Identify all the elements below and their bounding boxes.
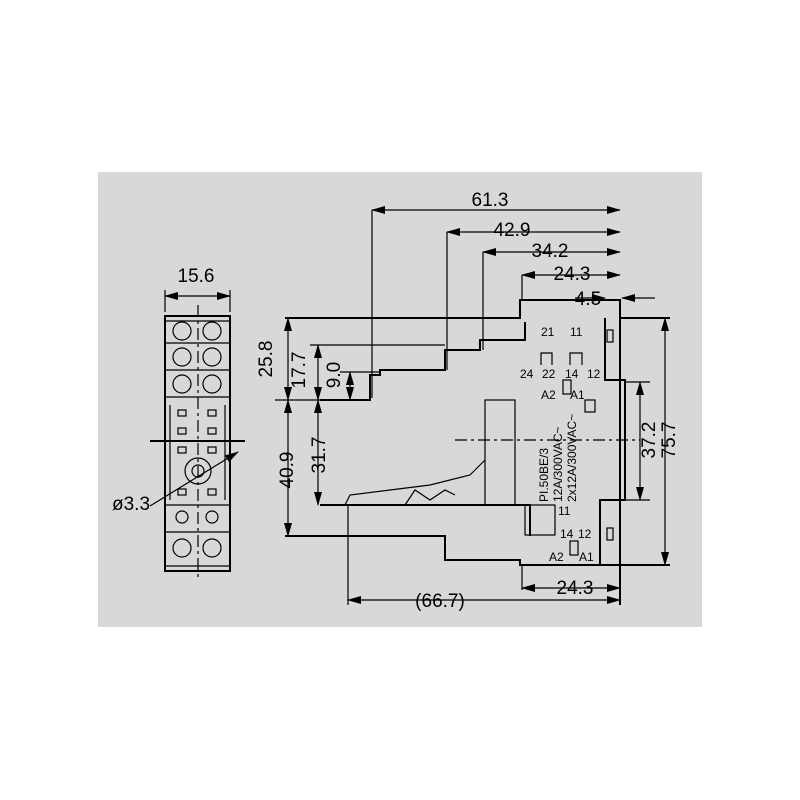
- terminal-labels-top: 21 11 24 22 14 12 A2 A1: [520, 325, 601, 402]
- terminal-12: 12: [587, 367, 601, 381]
- dim-31-7: 31.7: [309, 437, 330, 474]
- coil-symbol: [562, 379, 572, 395]
- dim-25-8: 25.8: [256, 341, 277, 378]
- dim-hole-diameter: ø3.3: [112, 494, 150, 515]
- rating-text: PI.50BE/3 12A/300VAC~ 2x12A/300VAC~: [537, 414, 579, 502]
- rating-line-2: 2x12A/300VAC~: [565, 414, 579, 502]
- terminal-11-bottom: 11: [558, 504, 571, 518]
- terminal-14-bottom: 14: [560, 527, 574, 541]
- coil-symbol-bottom: [569, 540, 579, 556]
- terminal-14: 14: [565, 367, 579, 381]
- terminal-a1-bottom: A1: [579, 550, 594, 564]
- dim-4-5: 4.5: [575, 289, 601, 310]
- dim-40-9: 40.9: [277, 452, 298, 489]
- terminal-a2-bottom: A2: [549, 550, 564, 564]
- terminal-a1: A1: [570, 388, 585, 402]
- terminal-11: 11: [570, 325, 583, 339]
- dim-9-0: 9.0: [324, 362, 345, 388]
- terminal-a2: A2: [541, 388, 556, 402]
- dim-61-3: 61.3: [472, 190, 509, 211]
- horizontal-dimensions: [347, 206, 655, 605]
- terminal-22: 22: [542, 367, 556, 381]
- dim-24-3-top: 24.3: [554, 264, 591, 285]
- terminal-21: 21: [541, 325, 555, 339]
- dim-socket-width: 15.6: [178, 266, 215, 287]
- dim-37-2: 37.2: [639, 422, 660, 459]
- terminal-labels-bottom: 11 14 12 A2 A1: [549, 504, 594, 564]
- terminal-24: 24: [520, 367, 534, 381]
- contact-symbols: [540, 352, 583, 365]
- socket-front-view: [149, 290, 245, 580]
- dim-24-3-bottom: 24.3: [557, 578, 594, 599]
- dim-75-7: 75.7: [659, 422, 680, 459]
- dim-17-7: 17.7: [289, 352, 310, 389]
- model-label: PI.50BE/3: [537, 448, 551, 502]
- rating-line-1: 12A/300VAC~: [551, 427, 565, 503]
- terminal-12-bottom: 12: [578, 527, 592, 541]
- vertical-dimensions: [275, 317, 669, 566]
- dim-34-2: 34.2: [532, 241, 569, 262]
- dim-42-9: 42.9: [494, 220, 531, 241]
- dim-66-7: (66.7): [415, 591, 465, 612]
- drawing-panel: [98, 172, 702, 627]
